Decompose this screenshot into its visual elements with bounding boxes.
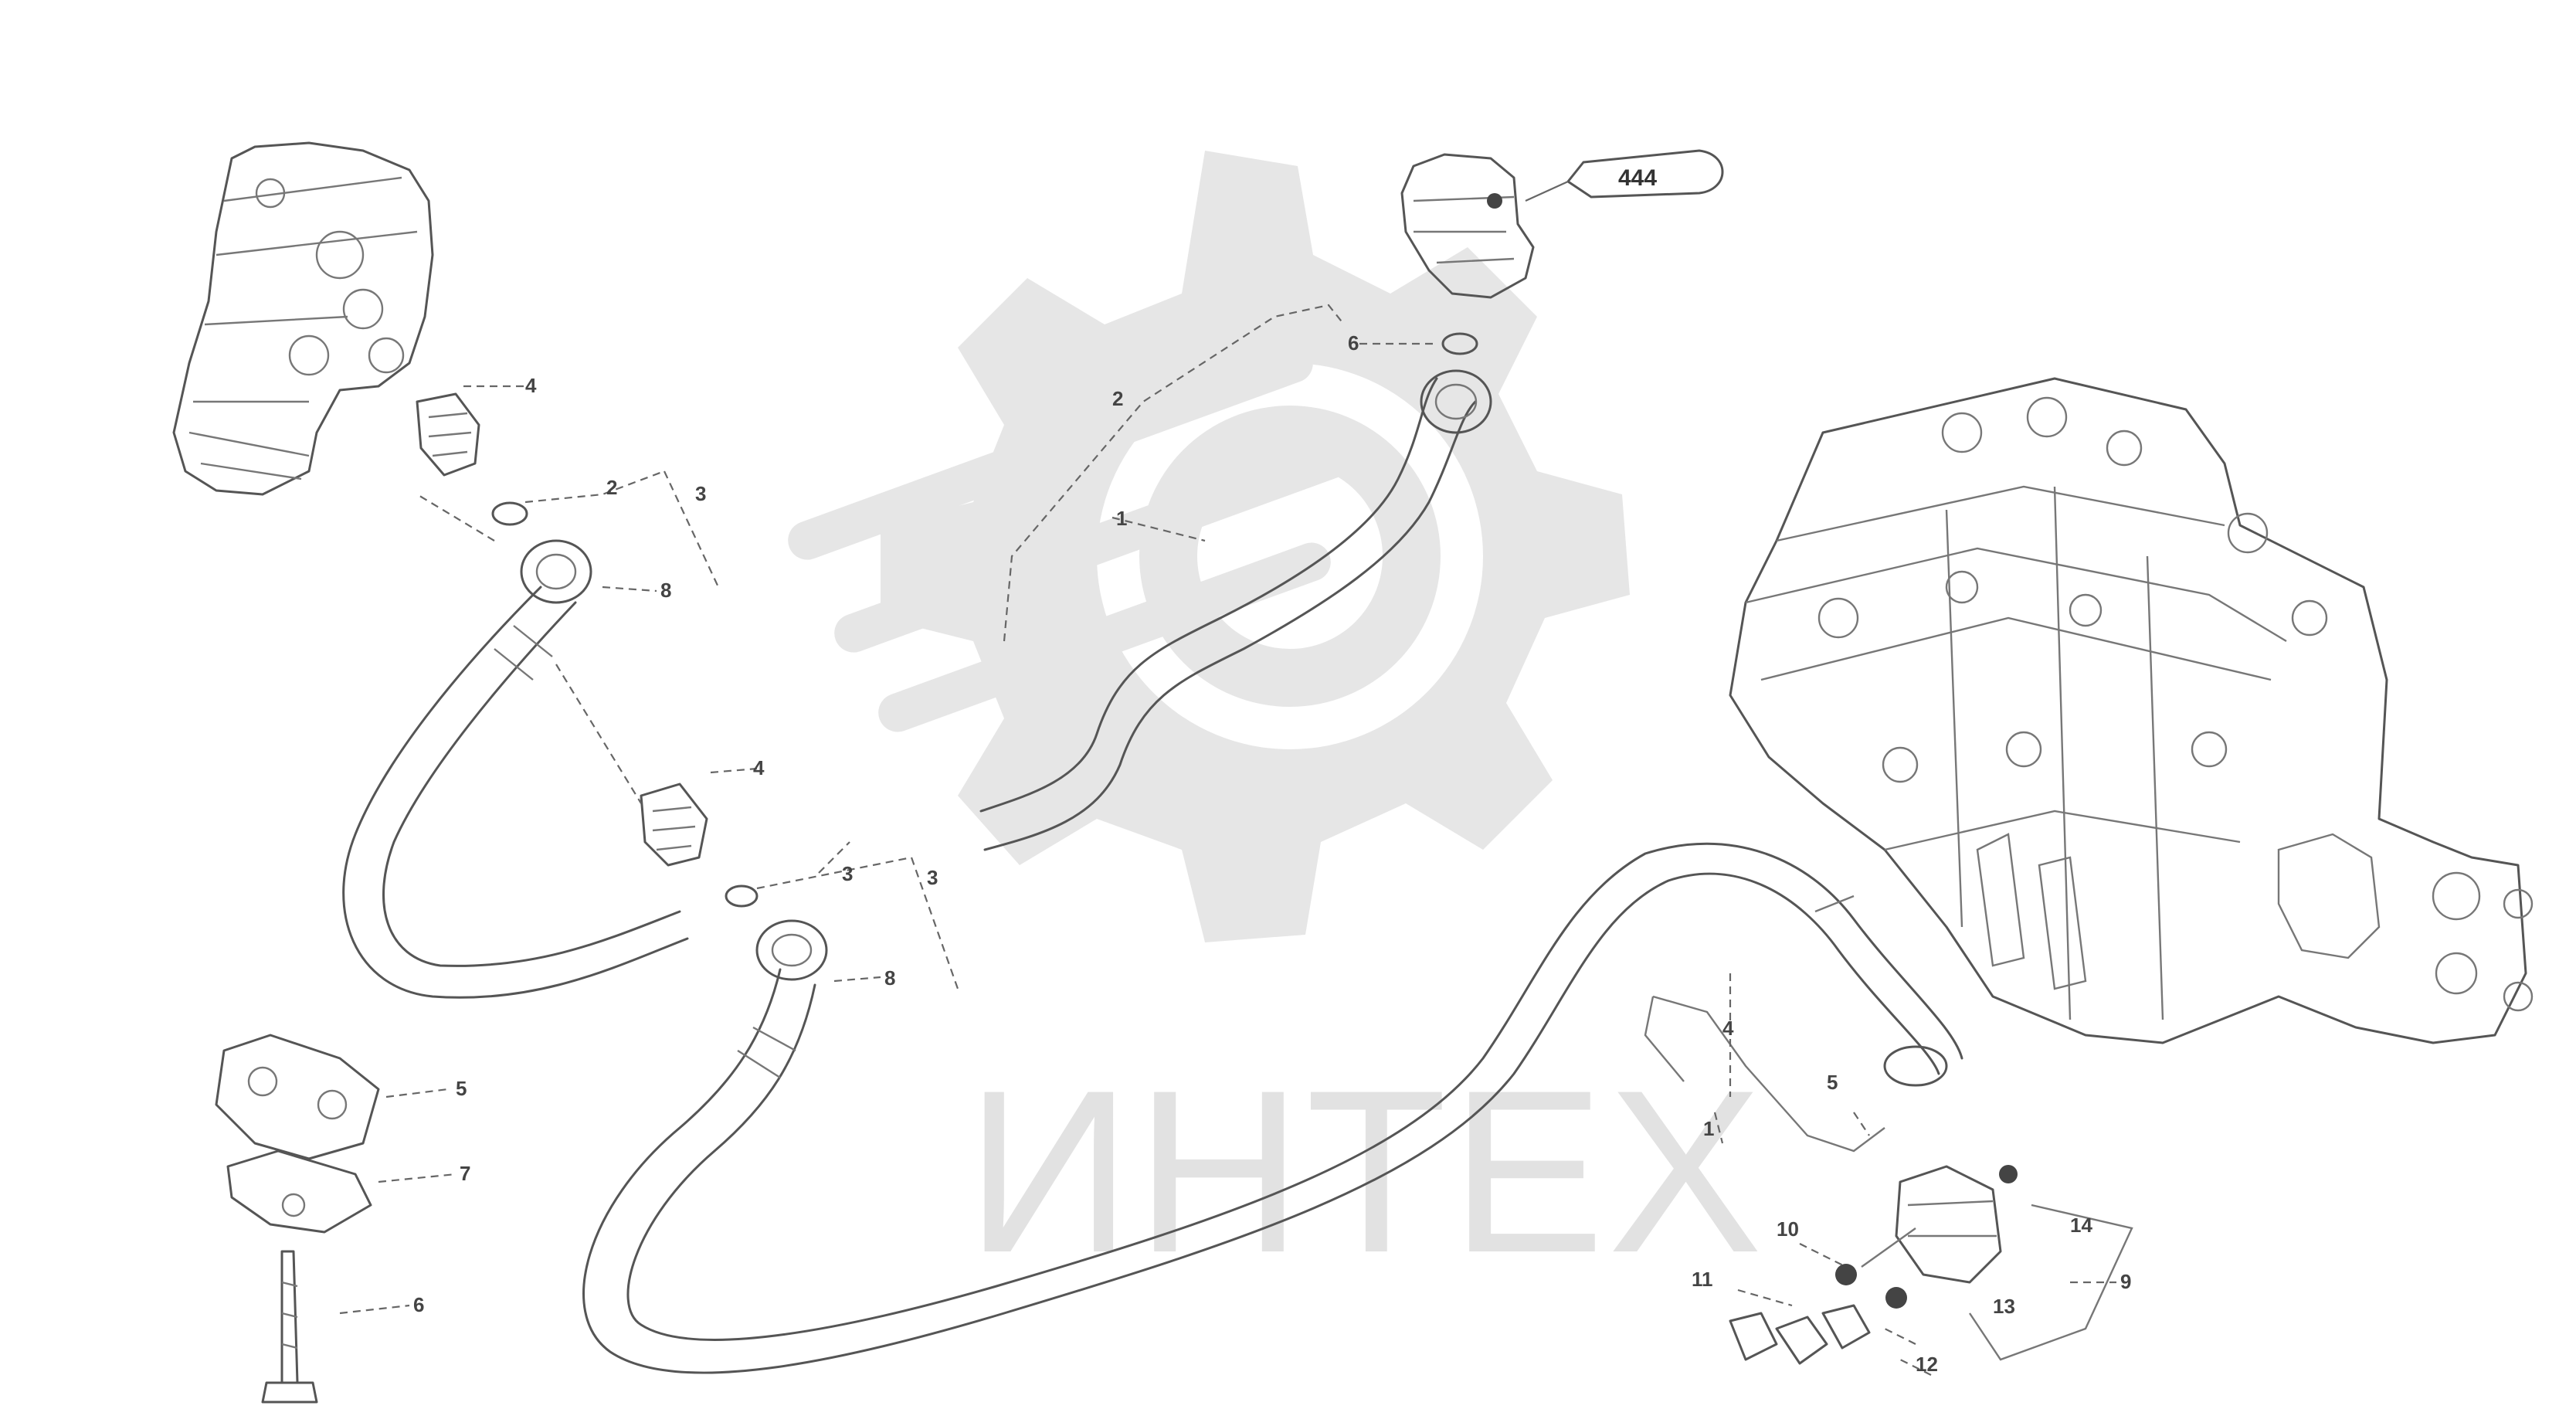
hydraulic-motor-top-left: [172, 141, 434, 496]
bracket-bottom-left: [215, 1034, 380, 1234]
watermark-gear-logo: [788, 151, 1630, 942]
callout-label: 6: [413, 1293, 424, 1316]
callout-label: 9: [2120, 1270, 2131, 1293]
cable-strap: [1644, 995, 1885, 1153]
callout-label: 4: [525, 374, 537, 397]
leader-lines: [339, 304, 2116, 1376]
callout-numbers: 4 3 2 8 2 1 8 3 4 3 6 5 7 6 4 5 1 10 11 …: [413, 331, 2131, 1376]
callout-label: 2: [1112, 387, 1123, 410]
bolt-bottom-left: [261, 1250, 318, 1404]
callout-label: 4: [1722, 1017, 1734, 1040]
callout-label: 11: [1692, 1268, 1713, 1291]
reference-tag-label: 444: [1618, 165, 1657, 191]
reference-tag: 444: [1525, 149, 1724, 202]
breather-cap-top: [1400, 153, 1535, 299]
callout-label: 5: [456, 1077, 467, 1100]
callout-label: 3: [927, 866, 938, 889]
callout-label: 1: [1703, 1117, 1714, 1140]
callout-label: 14: [2070, 1214, 2092, 1237]
hose-long-bottom: [582, 842, 1963, 1374]
callout-label: 4: [753, 756, 765, 779]
callout-label: 3: [695, 482, 706, 505]
hose-left: [342, 586, 689, 999]
callout-label: 12: [1916, 1353, 1938, 1376]
callout-label: 1: [1116, 507, 1127, 530]
callout-label: 8: [660, 579, 671, 602]
valve-block-right: [1729, 377, 2534, 1044]
hose-center: [979, 332, 1492, 851]
callout-label: 7: [460, 1162, 470, 1185]
callout-label: 2: [606, 476, 617, 499]
callout-label: 13: [1993, 1295, 2015, 1318]
callout-label: 6: [1348, 331, 1359, 355]
callout-label: 10: [1777, 1217, 1799, 1241]
fitting-upper-left: [416, 392, 592, 604]
callout-label: 3: [842, 862, 853, 885]
watermark-text: ИНТЕХ: [966, 1041, 1766, 1301]
fitting-cluster-bottom-right: [1729, 1165, 2133, 1365]
fitting-middle-left: [640, 783, 828, 981]
callout-label: 5: [1827, 1071, 1838, 1094]
callout-label: 8: [884, 966, 895, 990]
